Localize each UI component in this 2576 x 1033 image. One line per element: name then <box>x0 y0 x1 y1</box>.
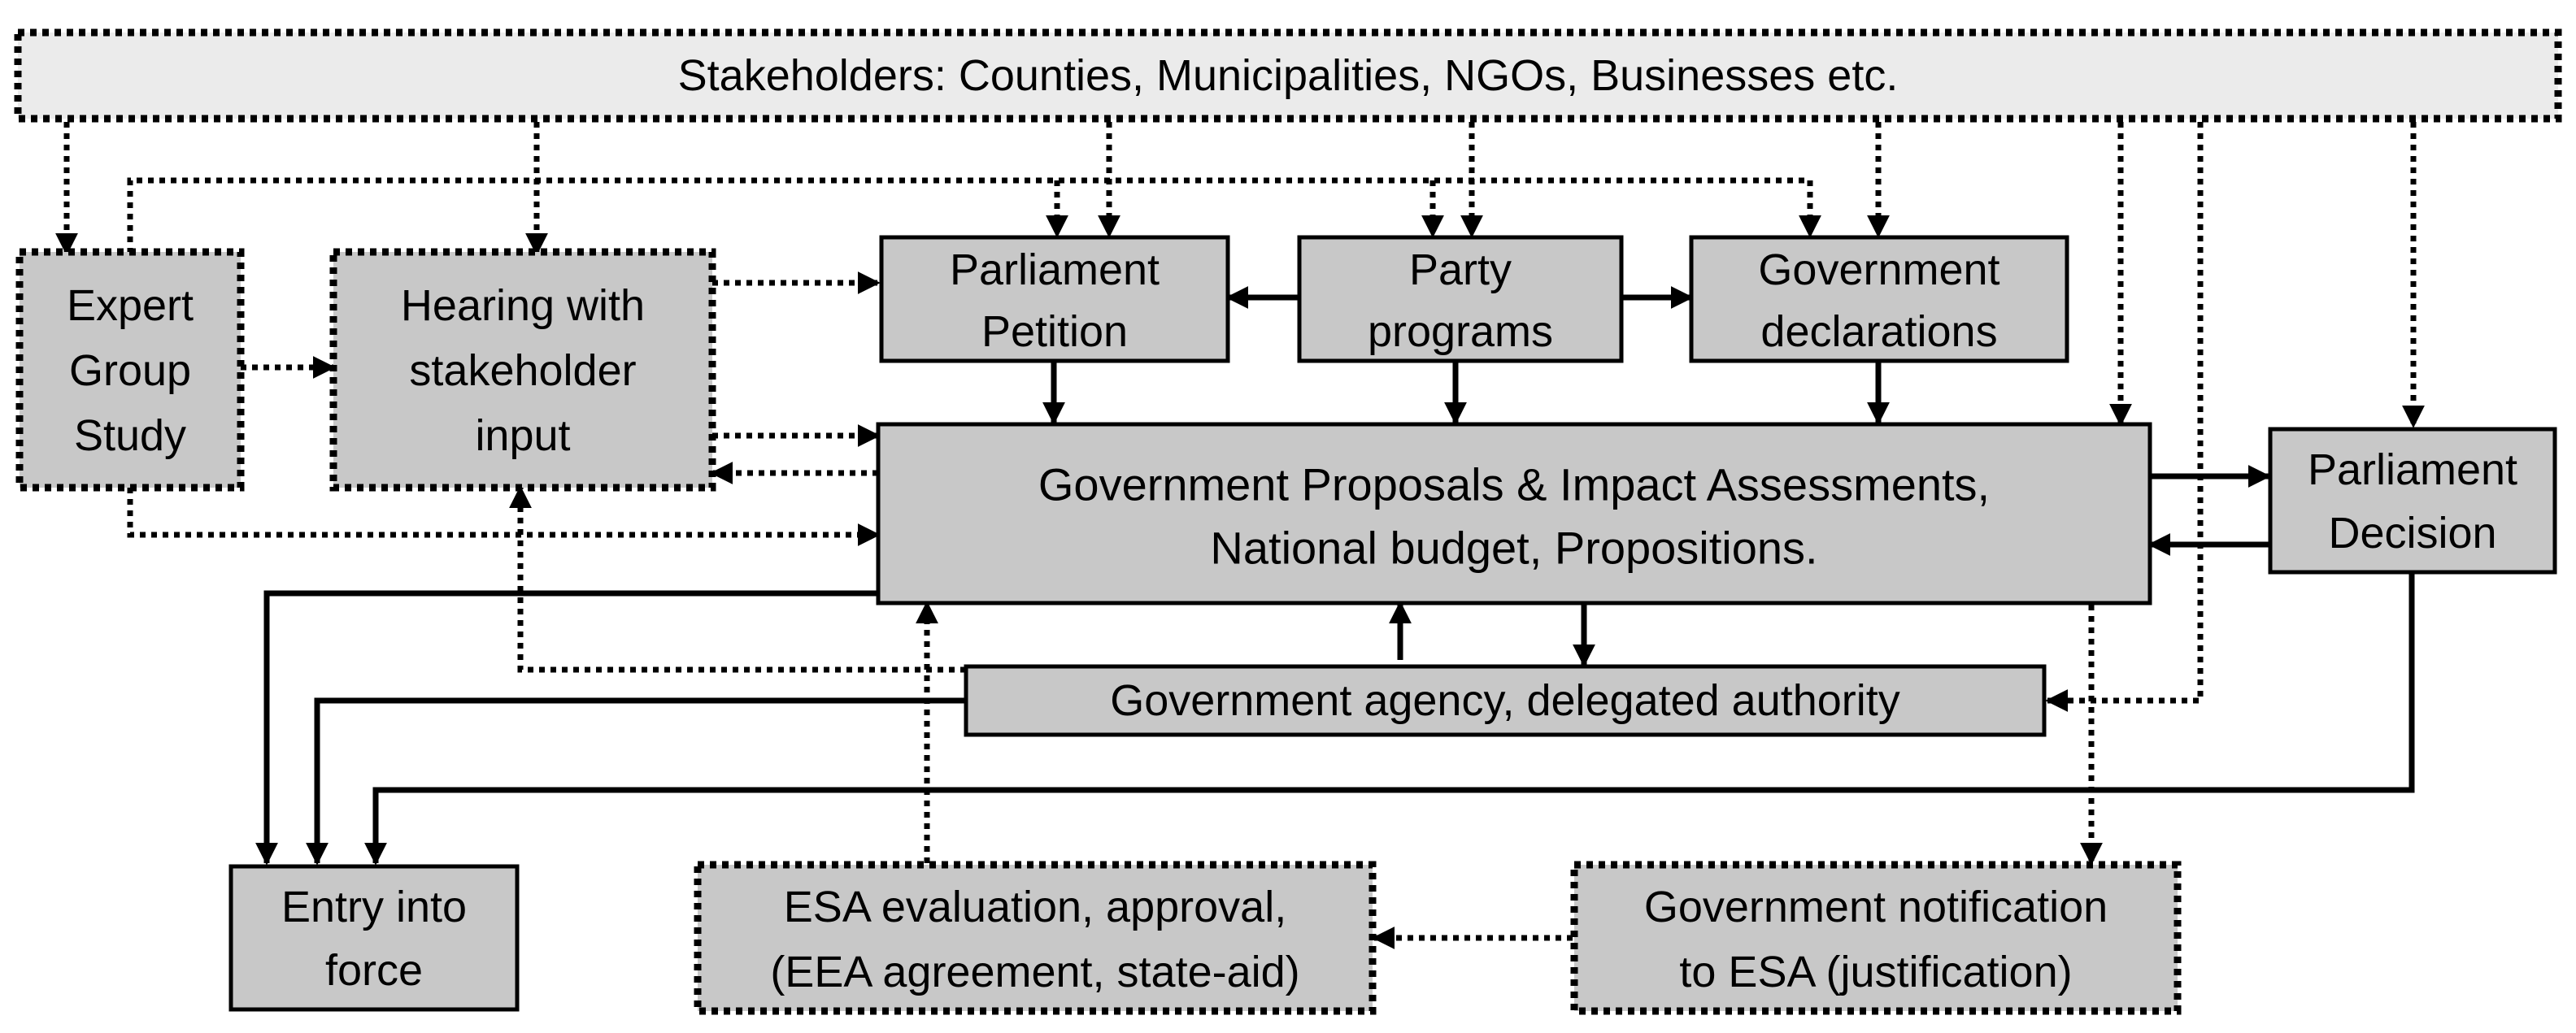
node-parliament-decision-line-2: Decision <box>2328 509 2496 558</box>
node-expert-group-line-2: Group <box>69 346 191 395</box>
node-parliament-petition: Parliament Petition <box>879 235 1230 363</box>
node-entry-into-force: Entry into force <box>228 864 520 1012</box>
node-hearing-line-3: input <box>475 411 570 460</box>
node-expert-group-line-1: Expert <box>67 281 194 330</box>
node-stakeholders: Stakeholders: Counties, Municipalities, … <box>14 28 2562 123</box>
node-esa-evaluation: ESA evaluation, approval, (EEA agreement… <box>694 861 1377 1015</box>
node-stakeholders-label: Stakeholders: Counties, Municipalities, … <box>678 51 1899 100</box>
node-government-notification-line-2: to ESA (justification) <box>1679 948 2072 996</box>
node-hearing: Hearing with stakeholder input <box>329 248 716 492</box>
node-government-proposals-line-2: National budget, Propositions. <box>1210 523 1817 574</box>
node-party-programs-line-2: programs <box>1368 307 1553 356</box>
node-government-proposals-line-1: Government Proposals & Impact Assessment… <box>1038 459 1990 510</box>
node-government-declarations-line-2: declarations <box>1760 307 1997 356</box>
node-hearing-line-2: stakeholder <box>409 346 636 395</box>
node-government-notification: Government notification to ESA (justific… <box>1570 861 2182 1015</box>
edges <box>55 122 2425 949</box>
edge-proposals-to-entry <box>255 590 878 866</box>
node-party-programs: Party programs <box>1297 235 1624 363</box>
node-expert-group: Expert Group Study <box>15 248 245 492</box>
node-government-agency-label: Government agency, delegated authority <box>1110 676 1900 725</box>
node-entry-into-force-line-2: force <box>325 946 423 995</box>
node-government-notification-line-1: Government notification <box>1644 883 2108 931</box>
node-party-programs-line-1: Party <box>1409 245 1512 294</box>
node-esa-evaluation-line-2: (EEA agreement, state-aid) <box>770 948 1299 996</box>
node-government-proposals: Government Proposals & Impact Assessment… <box>876 422 2152 605</box>
node-expert-group-line-3: Study <box>74 411 186 460</box>
edge-agency-to-hearing <box>509 485 966 673</box>
edge-agency-to-entry <box>306 697 966 866</box>
node-hearing-line-1: Hearing with <box>401 281 645 330</box>
nodes: Stakeholders: Counties, Municipalities, … <box>14 28 2562 1015</box>
node-government-declarations: Government declarations <box>1689 235 2069 363</box>
edge-expert-loop-top <box>127 177 1810 254</box>
node-esa-evaluation-line-1: ESA evaluation, approval, <box>784 883 1286 931</box>
edge-stakeholders-to-agency <box>2045 122 2204 712</box>
node-parliament-petition-line-2: Petition <box>981 307 1128 356</box>
edge-decision-to-entry <box>364 574 2415 866</box>
node-government-agency: Government agency, delegated authority <box>964 664 2047 737</box>
node-parliament-petition-line-1: Parliament <box>950 245 1160 294</box>
node-government-declarations-line-1: Government <box>1758 245 1999 294</box>
node-parliament-decision: Parliament Decision <box>2268 427 2557 575</box>
edge-expert-to-proposals <box>127 488 881 546</box>
node-parliament-decision-line-1: Parliament <box>2308 445 2517 494</box>
node-entry-into-force-line-1: Entry into <box>281 883 467 931</box>
